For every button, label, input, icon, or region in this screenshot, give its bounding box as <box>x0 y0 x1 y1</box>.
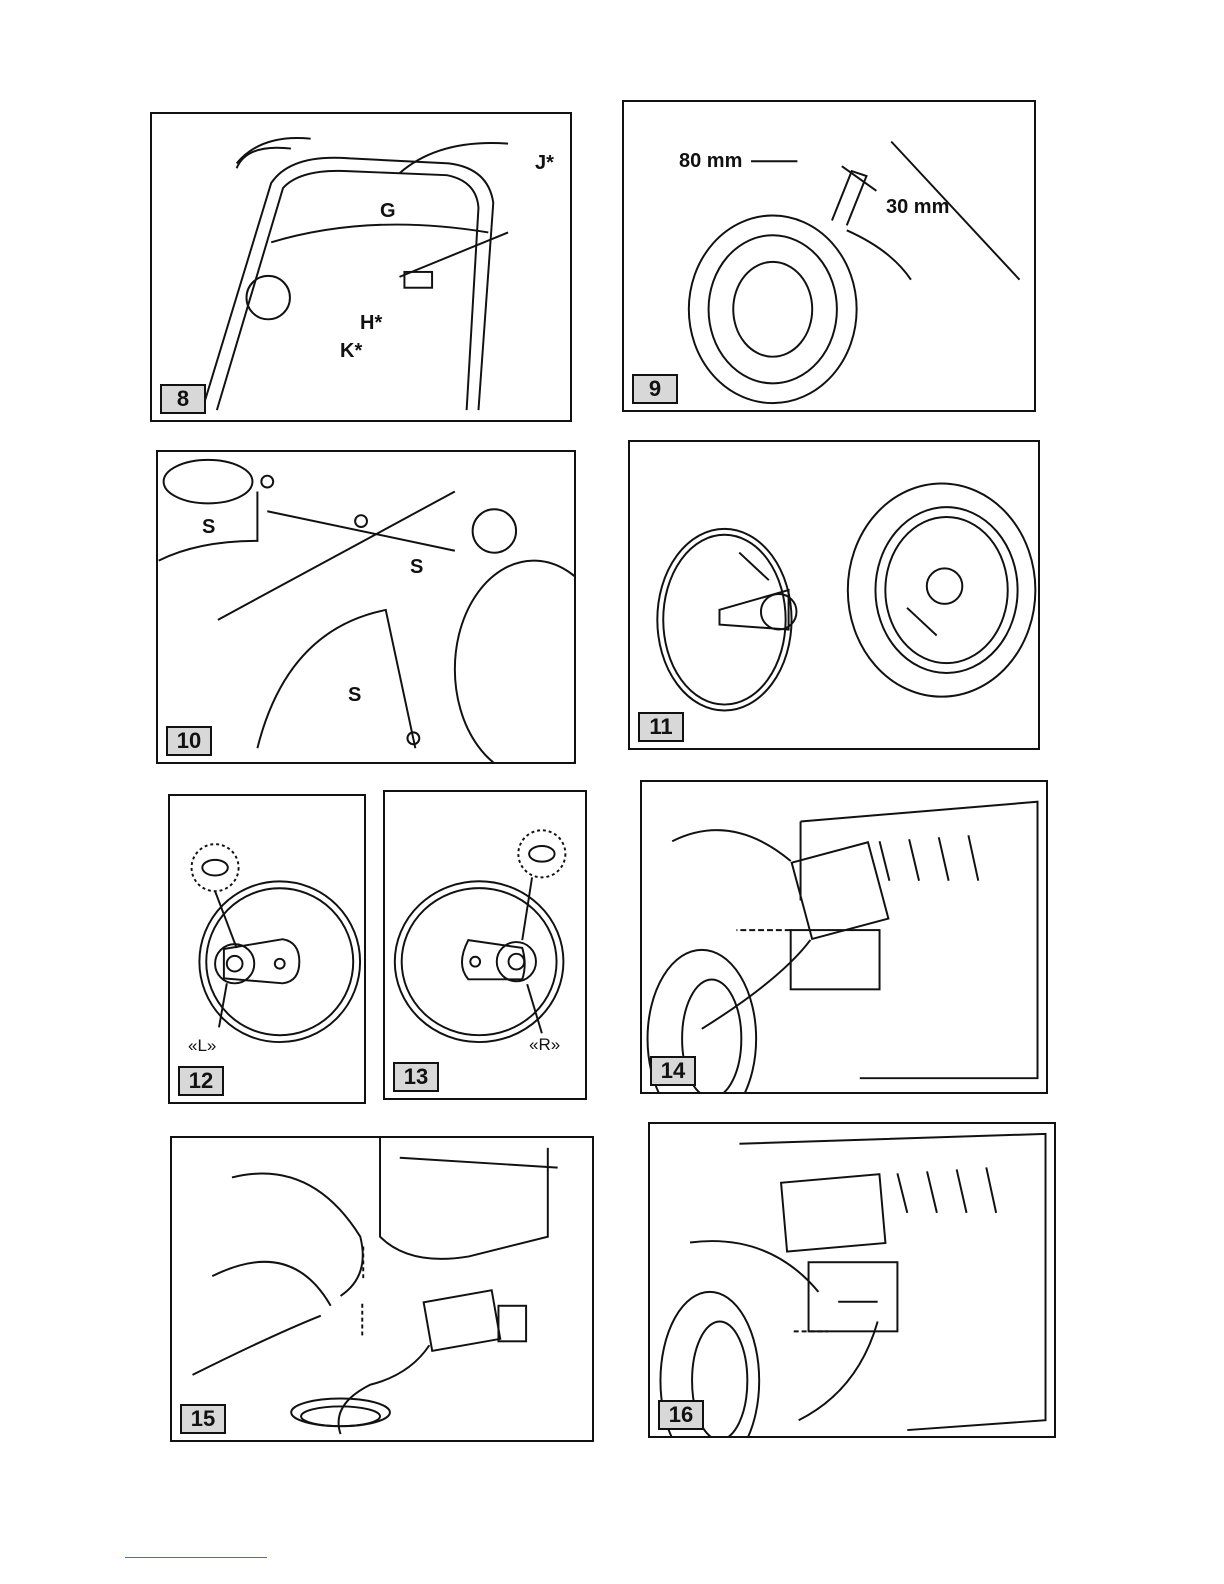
label-g: G <box>380 200 396 223</box>
wheel-gear-illustration <box>630 442 1038 748</box>
figure-14: 14 <box>640 780 1048 1094</box>
label-30mm: 30 mm <box>886 196 949 219</box>
handle-illustration <box>152 114 570 420</box>
figure-16: 16 <box>648 1122 1056 1438</box>
figure-10: S S S 10 <box>156 450 576 764</box>
label-s-1: S <box>202 516 215 539</box>
figure-11: 11 <box>628 440 1040 750</box>
figure-8: G J* H* K* 8 <box>150 112 572 422</box>
label-h: H* <box>360 312 382 335</box>
battery-connection-illustration <box>650 1124 1054 1436</box>
battery-removal-illustration <box>642 782 1046 1092</box>
label-s-2: S <box>410 556 423 579</box>
charger-connection-illustration <box>172 1138 592 1440</box>
page-footer-line <box>125 1557 267 1558</box>
figure-13: «R» 13 <box>383 790 587 1100</box>
figure-number: 10 <box>166 726 212 756</box>
figure-9: 80 mm 30 mm 9 <box>622 100 1036 412</box>
label-side: «R» <box>529 1035 560 1055</box>
label-j: J* <box>535 152 554 175</box>
figure-number: 11 <box>638 712 684 742</box>
figure-15: 15 <box>170 1136 594 1442</box>
figure-number: 15 <box>180 1404 226 1434</box>
label-side: «L» <box>188 1036 216 1056</box>
figure-number: 14 <box>650 1056 696 1086</box>
screws-illustration <box>158 452 574 762</box>
figure-number: 13 <box>393 1062 439 1092</box>
figure-number: 9 <box>632 374 678 404</box>
figure-12: «L» 12 <box>168 794 366 1104</box>
figure-number: 12 <box>178 1066 224 1096</box>
figure-number: 8 <box>160 384 206 414</box>
wheel-height-illustration <box>624 102 1034 410</box>
label-80mm: 80 mm <box>679 150 742 173</box>
figure-number: 16 <box>658 1400 704 1430</box>
label-s-3: S <box>348 684 361 707</box>
label-k: K* <box>340 340 362 363</box>
left-wheel-illustration <box>170 796 364 1102</box>
